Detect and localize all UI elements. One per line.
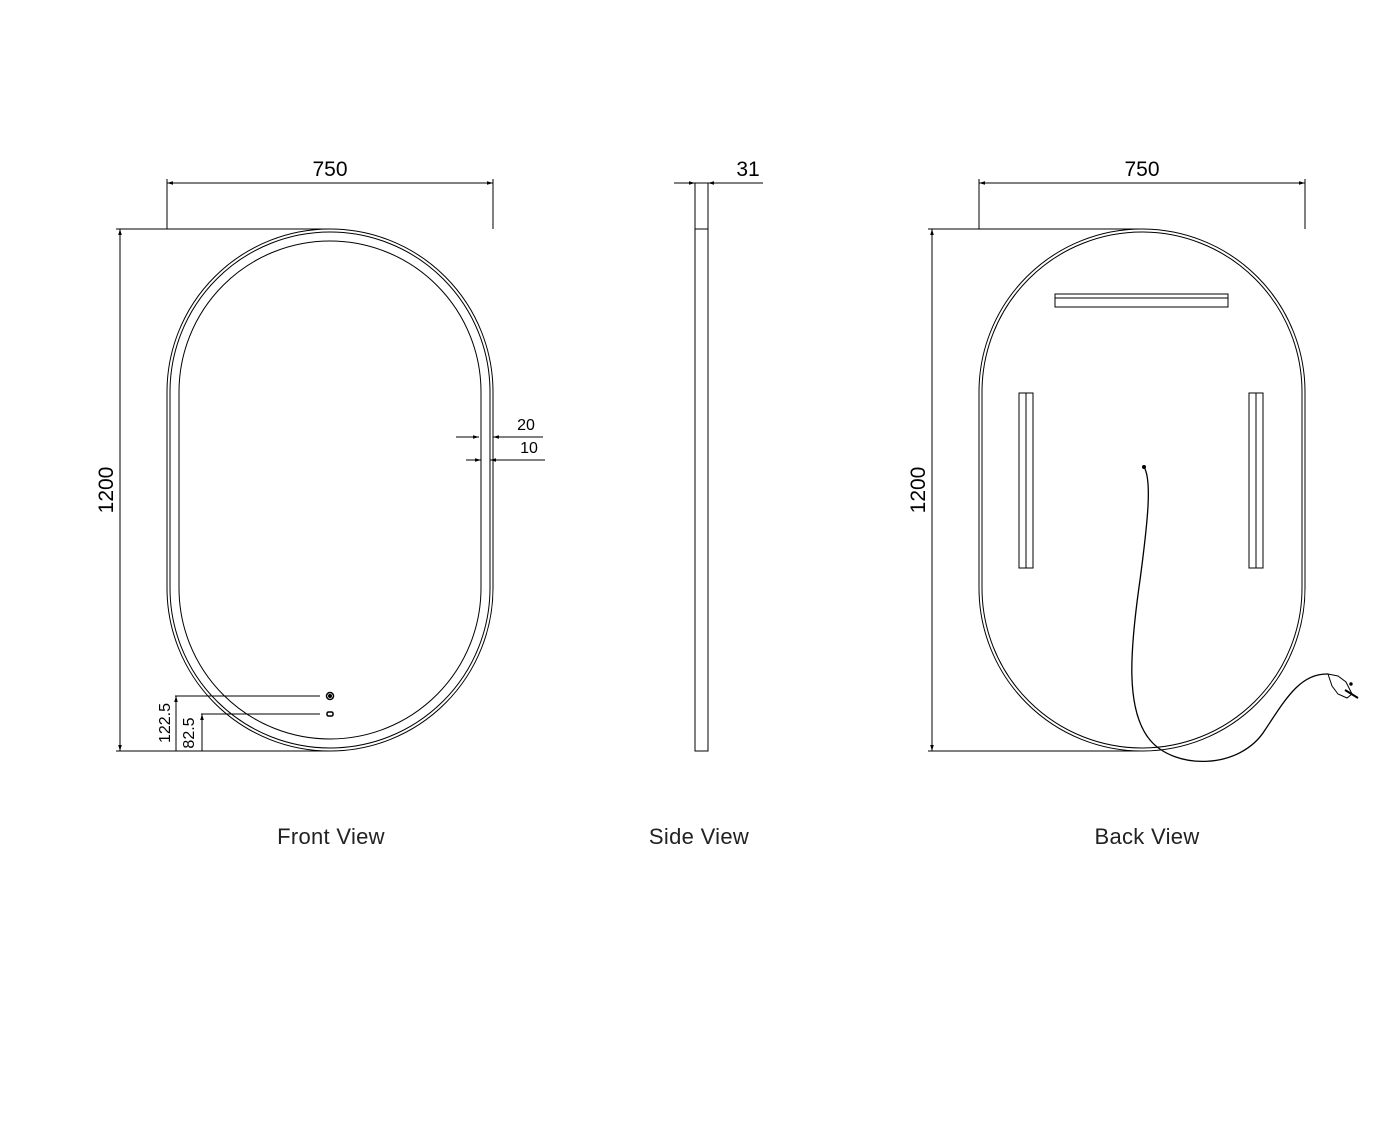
back-width-label: 750: [1124, 158, 1159, 181]
top-led-strip: [1054, 293, 1229, 308]
power-cable: [1131, 465, 1329, 763]
front-view-caption: Front View: [277, 824, 385, 849]
side-view-mirror: [694, 182, 709, 752]
front-view-mirror: [166, 228, 494, 752]
frame-inner-label: 10: [520, 440, 538, 457]
right-led-strip: [1248, 392, 1264, 569]
back-view-caption: Back View: [1094, 824, 1200, 849]
button-lower-label: 82.5: [181, 717, 198, 748]
button-position-dimensions: [174, 695, 320, 751]
front-height-dimension: [116, 228, 330, 752]
back-height-label: 1200: [907, 467, 930, 514]
side-depth-label: 31: [736, 158, 759, 181]
frame-outer-label: 20: [517, 417, 535, 434]
front-width-label: 750: [312, 158, 347, 181]
front-height-label: 1200: [95, 467, 118, 514]
touch-sensor-icon: [325, 691, 335, 701]
button-upper-label: 122.5: [157, 703, 174, 743]
back-width-dimension: [978, 179, 1306, 229]
back-view-mirror: [978, 228, 1306, 752]
side-view-caption: Side View: [648, 824, 750, 849]
front-width-dimension: [166, 179, 494, 229]
frame-thickness-dimension: [456, 435, 545, 462]
left-led-strip: [1018, 392, 1034, 569]
dimmer-button-icon: [326, 711, 334, 717]
power-plug-icon: [1327, 673, 1359, 699]
back-height-dimension: [928, 228, 1140, 752]
